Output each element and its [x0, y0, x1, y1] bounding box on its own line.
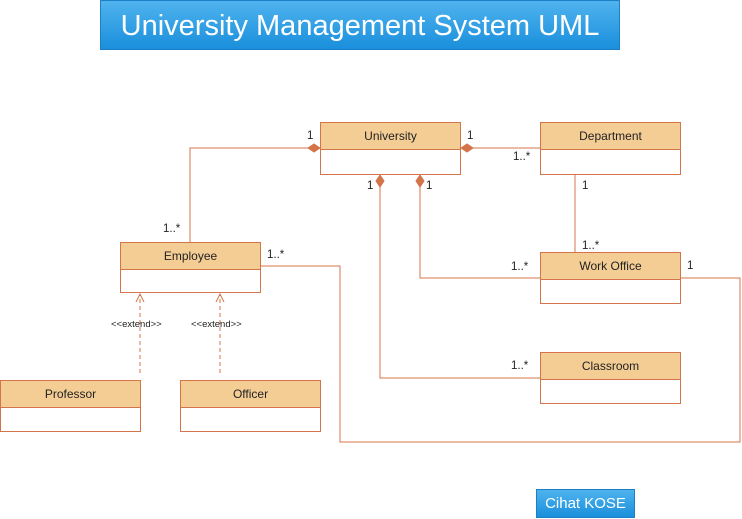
extend-arrowhead-professor: [135, 292, 145, 303]
class-classroom-name: Classroom: [541, 353, 680, 380]
class-department[interactable]: Department: [540, 122, 681, 175]
association-university-employee[interactable]: [189, 147, 320, 242]
mult-university-employee-1: 1: [307, 130, 313, 142]
composition-diamond-workoffice: [415, 174, 425, 188]
mult-university-department-n: 1..*: [513, 151, 531, 163]
mult-department-workoffice-1: 1: [582, 180, 588, 192]
composition-diamond-classroom: [375, 174, 385, 188]
author-badge: Cihat KOSE: [536, 489, 635, 518]
mult-department-workoffice-n: 1..*: [582, 240, 600, 252]
class-classroom[interactable]: Classroom: [540, 352, 681, 404]
class-professor[interactable]: Professor: [0, 380, 141, 432]
class-department-name: Department: [541, 123, 680, 150]
mult-employee-workoffice-n: 1..*: [267, 249, 285, 261]
mult-university-employee-n: 1..*: [163, 223, 181, 235]
mult-university-classroom-1: 1: [367, 180, 373, 192]
mult-university-workoffice-1: 1: [426, 180, 432, 192]
mult-university-department-1: 1: [467, 130, 473, 142]
class-work-office[interactable]: Work Office: [540, 252, 681, 304]
class-officer-name: Officer: [181, 381, 320, 408]
class-officer[interactable]: Officer: [180, 380, 321, 432]
mult-workoffice-from-university-n: 1..*: [511, 261, 529, 273]
composition-diamond-department: [460, 143, 474, 153]
class-work-office-name: Work Office: [541, 253, 680, 280]
class-university-name: University: [321, 123, 460, 150]
class-professor-name: Professor: [1, 381, 140, 408]
extend-arrowhead-officer: [215, 292, 225, 303]
association-university-workoffice[interactable]: [419, 175, 540, 279]
stereotype-professor-extend: <<extend>>: [111, 319, 162, 330]
diagram-title: University Management System UML: [100, 0, 620, 50]
composition-diamond-employee: [307, 143, 321, 153]
association-employee-workoffice[interactable]: [261, 265, 741, 443]
mult-workoffice-employee-1: 1: [687, 260, 693, 272]
mult-classroom-n: 1..*: [511, 360, 529, 372]
association-university-classroom[interactable]: [379, 175, 540, 379]
class-employee-name: Employee: [121, 243, 260, 270]
stereotype-officer-extend: <<extend>>: [191, 319, 242, 330]
class-employee[interactable]: Employee: [120, 242, 261, 293]
class-university[interactable]: University: [320, 122, 461, 175]
